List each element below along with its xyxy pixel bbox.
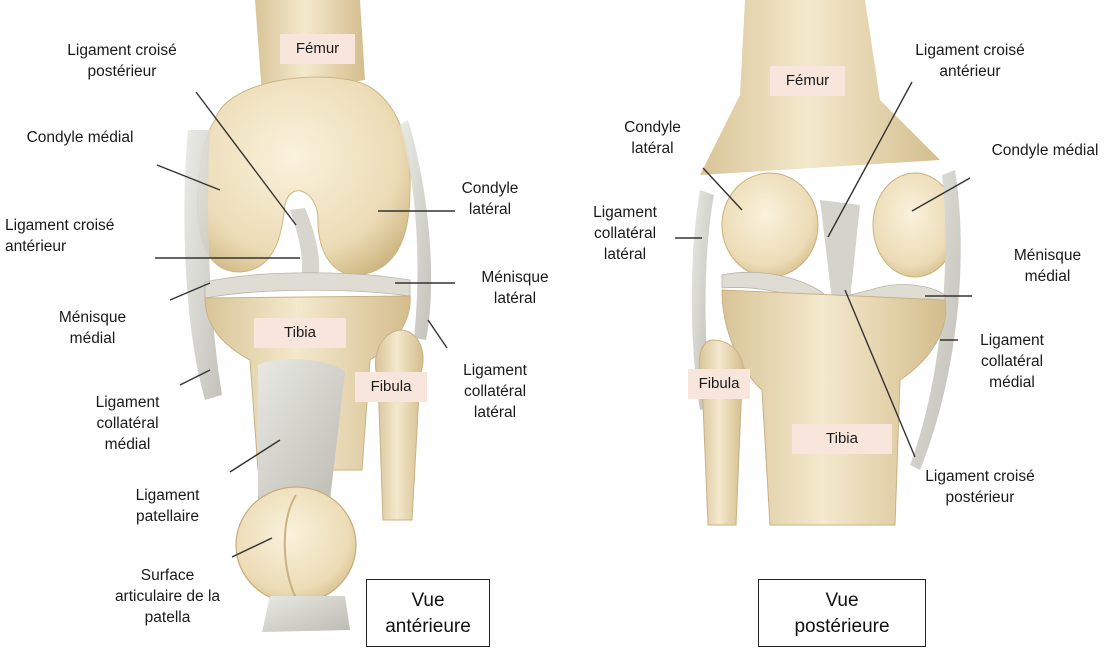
posterior-fibula-label: Fibula bbox=[688, 369, 750, 399]
posterior-label-condyle-lateral: Condyle latéral bbox=[605, 117, 700, 159]
anterior-label-lcp: Ligament croisé postérieur bbox=[52, 40, 192, 82]
anterior-patellar-ligament bbox=[258, 359, 345, 500]
anterior-patella bbox=[236, 487, 356, 603]
anterior-label-lca: Ligament croisé antérieur bbox=[5, 215, 155, 257]
anterior-label-lcl: Ligament collatéral latéral bbox=[445, 360, 545, 423]
anterior-tibia-label: Tibia bbox=[254, 318, 346, 348]
posterior-label-lcl: Ligament collatéral latéral bbox=[575, 202, 675, 265]
posterior-lateral-condyle bbox=[722, 173, 818, 277]
posterior-label-lcm: Ligament collatéral médial bbox=[962, 330, 1062, 393]
anterior-fibula bbox=[375, 330, 423, 520]
anterior-tendon bbox=[262, 596, 350, 632]
anterior-label-lig-patellaire: Ligament patellaire bbox=[115, 485, 220, 527]
posterior-label-menisque-medial: Ménisque médial bbox=[995, 245, 1100, 287]
anterior-femur-label: Fémur bbox=[280, 34, 355, 64]
posterior-fibula bbox=[699, 340, 743, 525]
posterior-view-title: Vue postérieure bbox=[758, 579, 926, 647]
posterior-tibia-label: Tibia bbox=[792, 424, 892, 454]
anterior-label-condyle-medial: Condyle médial bbox=[5, 127, 155, 148]
anterior-menisci bbox=[205, 273, 410, 298]
anterior-fibula-label: Fibula bbox=[355, 372, 427, 402]
leader-a-lcl bbox=[428, 320, 447, 348]
anterior-knee-illustration bbox=[184, 0, 431, 632]
anterior-view-title: Vue antérieure bbox=[366, 579, 490, 647]
anterior-label-lcm: Ligament collatéral médial bbox=[75, 392, 180, 455]
posterior-label-lca: Ligament croisé antérieur bbox=[900, 40, 1040, 82]
posterior-label-condyle-medial: Condyle médial bbox=[975, 140, 1115, 161]
anterior-label-menisque-medial: Ménisque médial bbox=[40, 307, 145, 349]
anterior-label-condyle-lateral: Condyle latéral bbox=[445, 178, 535, 220]
posterior-femur-label: Fémur bbox=[770, 66, 845, 96]
anterior-label-menisque-lateral: Ménisque latéral bbox=[470, 267, 560, 309]
anterior-label-surface-patella: Surface articulaire de la patella bbox=[95, 565, 240, 628]
posterior-label-lcp: Ligament croisé postérieur bbox=[910, 466, 1050, 508]
